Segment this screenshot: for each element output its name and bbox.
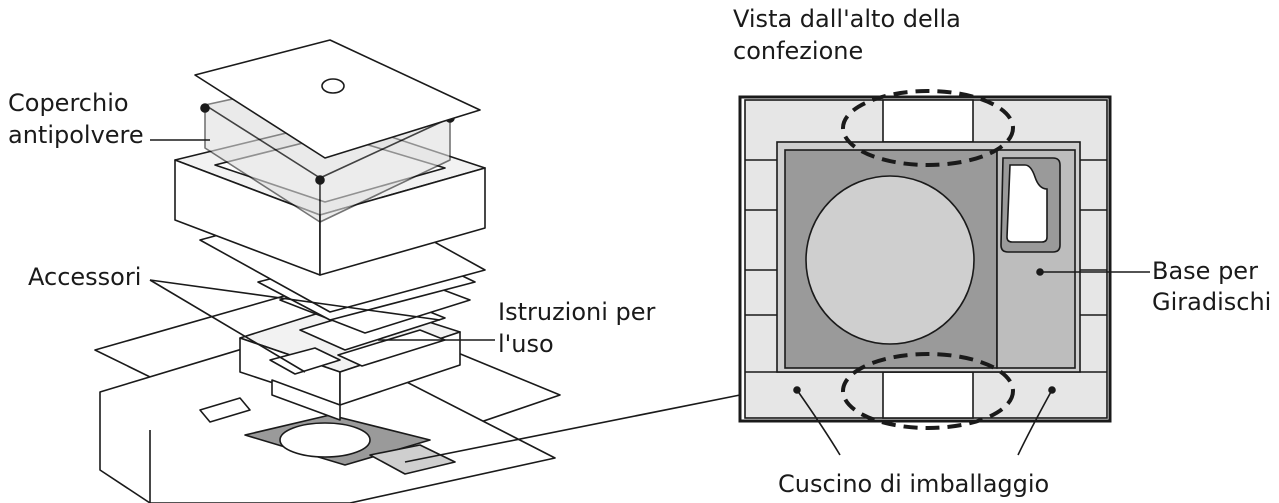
bottom-handhold-highlight [841,352,1015,430]
top-handhold-highlight [841,89,1015,167]
top-view [738,95,1112,423]
dust-cover-label-line1: Coperchio [8,89,129,117]
right-leaders [793,268,1150,456]
top-view-label-line1: Vista dall'alto della [733,5,961,33]
top-view-label-line2: confezione [733,37,863,65]
labels: Coperchio antipolvere Accessori Istruzio… [8,5,1271,498]
dust-cover-label-line2: antipolvere [8,121,144,149]
highlight-ellipses [841,89,1015,430]
instructions-label-line1: Istruzioni per [498,298,656,326]
top-lid [194,39,481,159]
instructions-label-line2: l'uso [498,330,554,358]
accessories-label: Accessori [28,263,141,291]
left-leaders [149,139,741,463]
packing-cushion-label: Cuscino di imballaggio [778,470,1049,498]
turntable-base-label-line1: Base per [1152,257,1258,285]
turntable-base-label-line2: Giradischi [1152,288,1271,316]
exploded-view [94,39,561,503]
